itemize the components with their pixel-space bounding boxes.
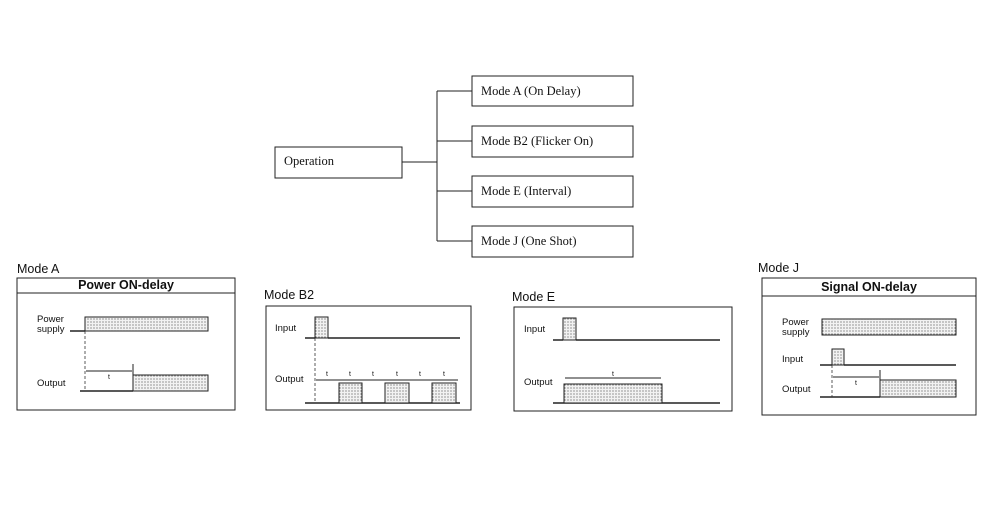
output-on-pulse [132,374,209,392]
mode-box-a [471,75,634,107]
operation-label: Operation [284,154,335,168]
timing-label-t: t [612,371,614,378]
mode-box-j [471,225,634,258]
caption-mode-a: Mode A [17,262,60,276]
output-pulse [563,383,663,404]
mode-tree: Operation Mode A (On Delay) Mode B2 (Fli… [274,75,634,258]
mode-label-b2: Mode B2 (Flicker On) [481,134,593,148]
label-output: Output [524,377,553,388]
output-pulse [384,382,410,404]
panel-mode-j: Mode J Signal ON-delay Power supply Inpu… [758,261,977,416]
caption-mode-e: Mode E [512,290,555,304]
label-input: Input [524,324,545,335]
mode-label-j: Mode J (One Shot) [481,234,576,248]
output-pulse [431,382,457,404]
label-supply: supply [37,324,65,335]
caption-mode-j: Mode J [758,261,799,275]
timing-label-t: t [326,371,328,378]
label-supply: supply [782,327,810,338]
timing-label-t: t [349,371,351,378]
label-input: Input [275,323,296,334]
output-on-pulse [879,379,957,398]
timing-label-t: t [108,374,110,381]
label-output: Output [37,378,66,389]
timing-label-t: t [419,371,421,378]
panel-mode-e: Mode E Input Output t [512,290,733,412]
mode-box-e [471,175,634,208]
title-mode-j: Signal ON-delay [821,280,917,294]
power-on-pulse [84,316,209,332]
operation-box [274,146,403,179]
mode-box-b2 [471,125,634,158]
label-output: Output [782,384,811,395]
mode-label-e: Mode E (Interval) [481,184,571,198]
timing-label-t: t [855,380,857,387]
timing-label-t: t [372,371,374,378]
label-input: Input [782,354,803,365]
label-output: Output [275,374,304,385]
label-power: Power [37,314,64,325]
input-pulse [562,317,577,341]
output-pulse [338,382,363,404]
power-on-pulse [821,318,957,336]
panel-mode-a: Mode A Power ON-delay Power supply Outpu… [16,262,236,411]
label-power: Power [782,317,809,328]
input-pulse [831,348,845,366]
timing-label-t: t [396,371,398,378]
mode-label-a: Mode A (On Delay) [481,84,581,98]
title-mode-a: Power ON-delay [78,278,174,292]
input-pulse [314,316,329,339]
timing-label-t: t [443,371,445,378]
caption-mode-b2: Mode B2 [264,288,314,302]
panel-mode-b2: Mode B2 Input Output t t t t t t [264,288,472,411]
